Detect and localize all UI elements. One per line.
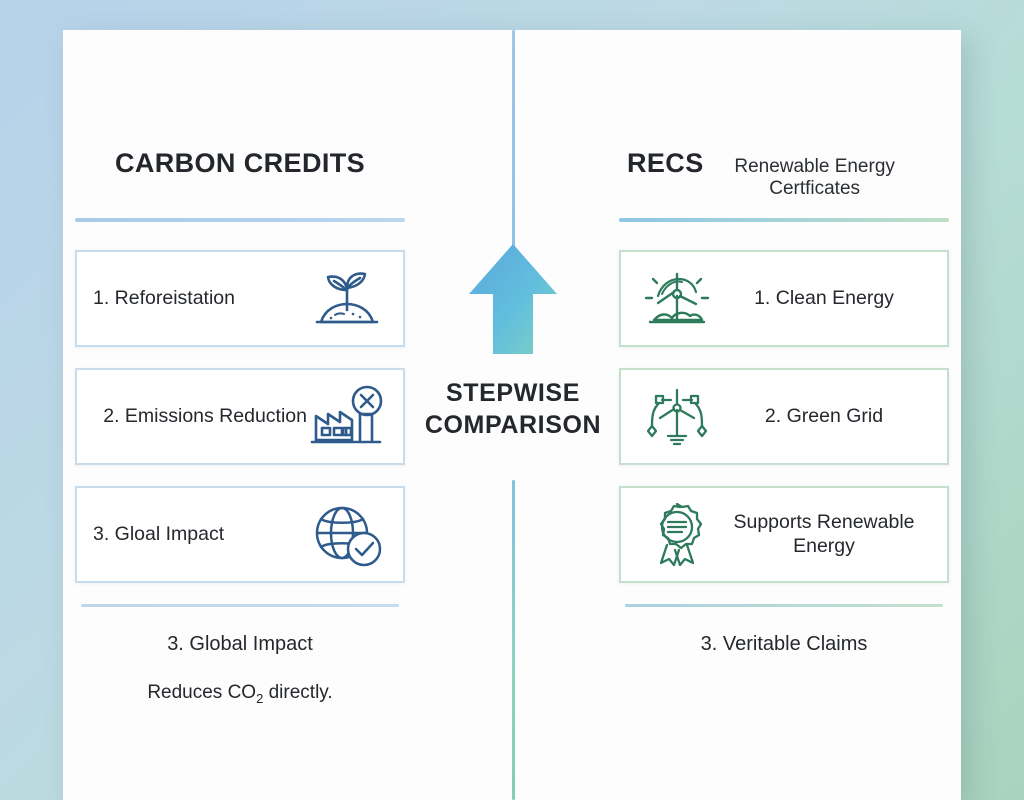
wind-turbine-sun-icon (637, 263, 717, 335)
center-divider-top (512, 30, 515, 252)
left-column-header: CARBON CREDITS (75, 148, 405, 204)
right-card-1[interactable]: 1. Clean Energy (619, 250, 949, 347)
left-card-3-label: 3. Gloal Impact (93, 522, 225, 545)
center-title-line1: STEPWISE (446, 379, 580, 407)
left-column: CARBON CREDITS 1. Reforeistation (75, 148, 405, 706)
right-footer: 3. Veritable Claims (619, 604, 949, 656)
factory-no-emissions-icon (307, 381, 387, 453)
center-divider-bottom (512, 480, 515, 800)
power-grid-turbine-icon (637, 381, 717, 453)
left-footer: 3. Global Impact Reduces CO2 directly. (75, 604, 405, 706)
left-footer-rule (81, 604, 399, 607)
left-footer-note-subscript: 2 (256, 690, 264, 706)
left-footer-title: 3. Global Impact (167, 633, 313, 655)
left-column-title: CARBON CREDITS (114, 148, 366, 178)
right-column-cards: 1. Clean Energy (619, 250, 949, 583)
right-card-2-label: 2. Green Grid (764, 404, 884, 427)
right-footer-rule (625, 604, 943, 607)
center-callout-text: STEPWISE COMPARISON (423, 378, 603, 441)
seedling-plant-icon (307, 263, 387, 335)
left-footer-note: Reduces CO2 directly. (81, 682, 399, 706)
left-card-1[interactable]: 1. Reforeistation (75, 250, 405, 347)
globe-check-icon (307, 499, 387, 571)
center-callout: STEPWISE COMPARISON (423, 240, 603, 441)
right-footer-title: 3. Veritable Claims (700, 633, 868, 655)
right-card-3[interactable]: Supports Renewable Energy (619, 486, 949, 583)
right-column-header: RECS Renewable Energy Certficates (619, 148, 949, 204)
right-column-subtitle: Renewable Energy Certficates (734, 156, 895, 200)
up-arrow-icon (423, 240, 603, 360)
right-card-2[interactable]: 2. Green Grid (619, 368, 949, 465)
right-column-header-rule (619, 218, 949, 222)
left-footer-note-suffix: directly. (263, 682, 333, 703)
right-column-title: RECS (627, 148, 704, 178)
left-card-2-label: 2. Emissions Reduction (103, 404, 307, 427)
left-card-1-label: 1. Reforeistation (93, 286, 235, 309)
left-column-cards: 1. Reforeistation (75, 250, 405, 583)
left-card-2[interactable]: 2. Emissions Reduction (75, 368, 405, 465)
right-card-1-label: 1. Clean Energy (754, 286, 894, 309)
right-column: RECS Renewable Energy Certficates (619, 148, 949, 656)
infographic-sheet: CARBON CREDITS 1. Reforeistation (63, 30, 961, 800)
certificate-rosette-icon (637, 499, 717, 571)
left-column-header-rule (75, 218, 405, 222)
left-footer-note-prefix: Reduces CO (147, 682, 257, 703)
center-title-line2: COMPARISON (424, 410, 602, 439)
right-card-3-label: Supports Renewable Energy (733, 510, 915, 557)
left-card-3[interactable]: 3. Gloal Impact (75, 486, 405, 583)
